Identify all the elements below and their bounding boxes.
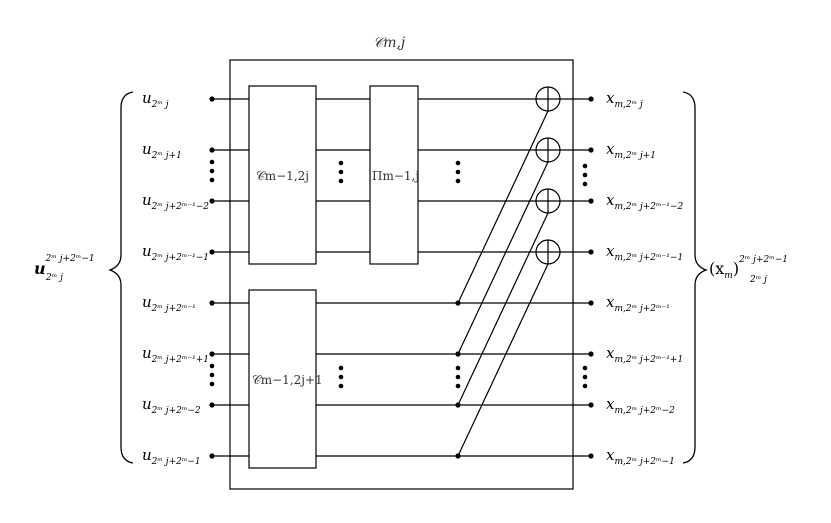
output-label: xm,2ᵐ j bbox=[606, 89, 643, 110]
junction-dots bbox=[455, 300, 461, 459]
output-label: xm,2ᵐ j+2ᵐ⁻¹−2 bbox=[606, 191, 683, 212]
input-label: u2ᵐ j+2ᵐ⁻¹+1 bbox=[142, 344, 209, 365]
output-label: xm,2ᵐ j+2ᵐ⁻¹−1 bbox=[606, 242, 683, 263]
output-label: xm,2ᵐ j+2ᵐ⁻¹+1 bbox=[606, 344, 683, 365]
output-label: xm,2ᵐ j+2ᵐ⁻¹ bbox=[606, 293, 670, 314]
output-label: xm,2ᵐ j+2ᵐ−1 bbox=[606, 446, 675, 467]
right-brace bbox=[682, 91, 708, 464]
xor-gate bbox=[535, 188, 561, 214]
upper-output-wires bbox=[418, 98, 591, 253]
input-label: u2ᵐ j+2ᵐ⁻¹ bbox=[142, 293, 196, 314]
permutation-block bbox=[369, 85, 419, 265]
ellipsis-dots bbox=[209, 159, 588, 389]
output-labels: xm,2ᵐ j xm,2ᵐ j+1 xm,2ᵐ j+2ᵐ⁻¹−2 xm,2ᵐ j… bbox=[606, 89, 683, 467]
xor-gates bbox=[535, 86, 561, 265]
input-labels: u2ᵐ j u2ᵐ j+1 u2ᵐ j+2ᵐ⁻¹−2 u2ᵐ j+2ᵐ⁻¹−1 … bbox=[142, 89, 209, 467]
input-label: u2ᵐ j+2ᵐ−2 bbox=[142, 395, 201, 416]
xor-gate bbox=[535, 86, 561, 112]
input-wires bbox=[212, 98, 249, 457]
output-terminals bbox=[588, 96, 594, 459]
xor-gate bbox=[535, 239, 561, 265]
output-label: xm,2ᵐ j+1 bbox=[606, 140, 656, 161]
xor-gate bbox=[535, 137, 561, 163]
left-brace bbox=[108, 91, 134, 464]
perm-block-label: Πm−1,j bbox=[372, 169, 419, 183]
lower-subencoder-block bbox=[248, 289, 317, 469]
input-label: u2ᵐ j+1 bbox=[142, 140, 182, 161]
input-label: u2ᵐ j bbox=[142, 89, 169, 110]
input-terminals bbox=[209, 96, 215, 459]
lower-block-label: 𝒞m−1,2j+1 bbox=[252, 373, 323, 387]
upper-subencoder-block bbox=[248, 85, 317, 265]
input-label: u2ᵐ j+2ᵐ−1 bbox=[142, 446, 201, 467]
diagram-title: 𝒞m,j bbox=[373, 35, 406, 51]
lower-output-wires bbox=[316, 302, 591, 457]
mid-wires-upper bbox=[316, 98, 370, 253]
input-label: u2ᵐ j+2ᵐ⁻¹−2 bbox=[142, 191, 209, 212]
input-label: u2ᵐ j+2ᵐ⁻¹−1 bbox=[142, 242, 209, 263]
outer-box bbox=[229, 59, 574, 490]
upper-block-label: 𝒞m−1,2j bbox=[256, 169, 309, 183]
cross-connections bbox=[457, 110, 549, 457]
output-label: xm,2ᵐ j+2ᵐ−2 bbox=[606, 395, 675, 416]
